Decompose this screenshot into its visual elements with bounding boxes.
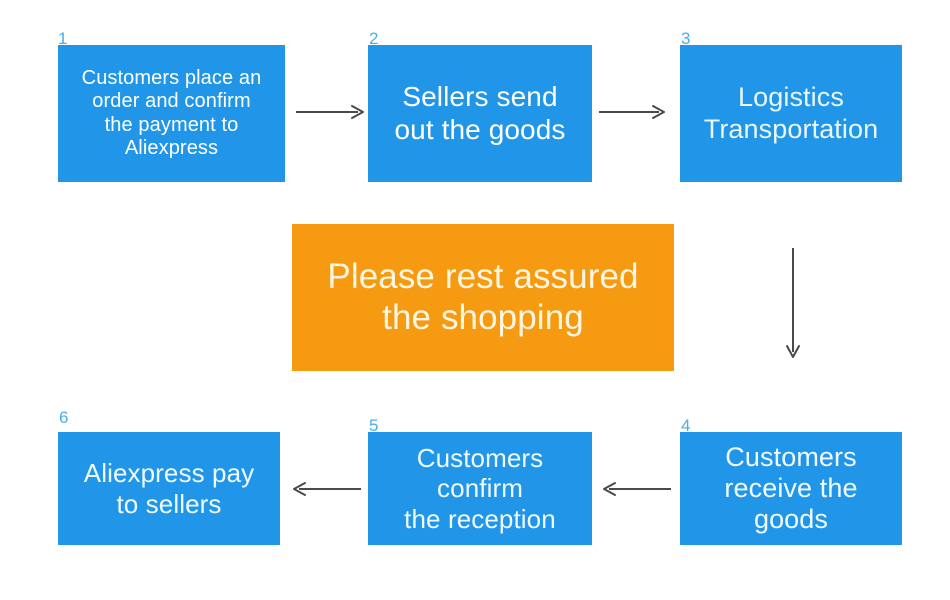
arrow-left-icon-step-5-to-6 xyxy=(291,481,361,497)
flow-step-3-label: Logistics Transportation xyxy=(703,82,879,144)
flow-step-4: Customers receive the goods xyxy=(680,432,902,545)
flow-step-4-label: Customers receive the goods xyxy=(724,441,858,535)
arrow-right-icon-step-1-to-2 xyxy=(296,104,366,120)
arrow-left-icon-step-4-to-5 xyxy=(601,481,671,497)
flow-step-1-number: 1 xyxy=(58,29,68,48)
flow-step-2-label: Sellers send out the goods xyxy=(394,81,566,145)
reassurance-banner-label: Please rest assured the shopping xyxy=(327,256,639,337)
flow-step-6-number: 6 xyxy=(59,408,69,427)
reassurance-banner: Please rest assured the shopping xyxy=(292,224,674,371)
flow-step-1: Customers place an order and confirm the… xyxy=(58,45,285,182)
flow-step-5: Customers confirm the reception xyxy=(368,432,592,545)
arrow-right-icon-step-2-to-3 xyxy=(599,104,667,120)
flow-step-6: Aliexpress pay to sellers xyxy=(58,432,280,545)
flow-step-2: Sellers send out the goods xyxy=(368,45,592,182)
flow-step-1-label: Customers place an order and confirm the… xyxy=(81,67,262,159)
flow-step-4-number: 4 xyxy=(681,416,691,435)
flow-step-2-number: 2 xyxy=(369,29,379,48)
arrow-down-icon-step-3-to-4 xyxy=(785,248,801,360)
flow-step-5-label: Customers confirm the reception xyxy=(404,443,556,534)
flow-step-3-number: 3 xyxy=(681,29,691,48)
flow-step-6-label: Aliexpress pay to sellers xyxy=(83,458,255,519)
flow-step-3: Logistics Transportation xyxy=(680,45,902,182)
flow-step-5-number: 5 xyxy=(369,416,379,435)
